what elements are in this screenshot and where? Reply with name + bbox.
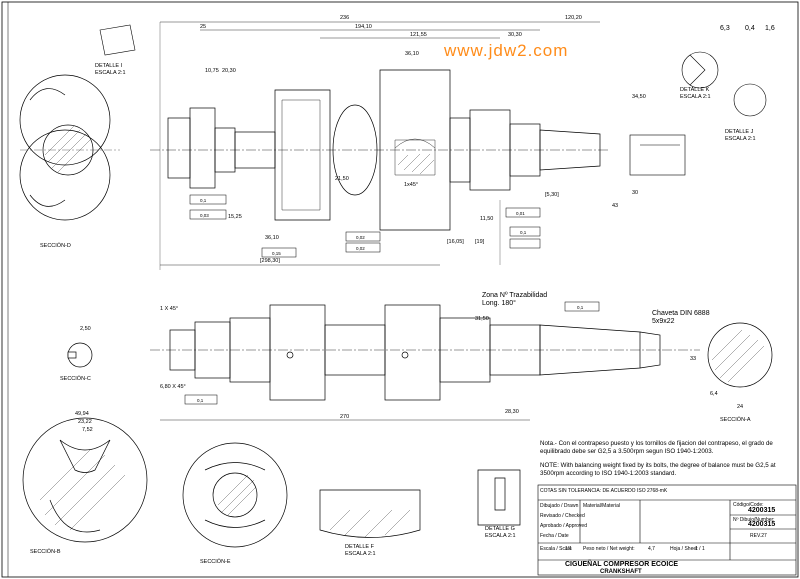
section-b-label: SECCIÓN-B (30, 548, 61, 555)
dim-270: 270 (340, 414, 349, 420)
dim-121: 121,55 (410, 32, 427, 38)
dim-24: 24 (737, 404, 743, 410)
weight-value: 4,7 (648, 546, 655, 552)
title-block (537, 484, 797, 576)
tol-frame-3: 0,02 (356, 235, 365, 240)
detail-k-scale: ESCALA 2:1 (680, 94, 711, 100)
dim-23-22: 23,22 (78, 419, 92, 425)
tol-frame-2: 0,03 (200, 213, 209, 218)
drawing-number-value: 4200315 (748, 521, 776, 528)
tol-frame-5: 0,15 (272, 251, 281, 256)
dim-36-10b: 36,10 (265, 235, 279, 241)
dim-36-10: 36,10 (405, 51, 419, 57)
sheet-value: 1 / 1 (695, 546, 705, 552)
code-label: Código/Code: (733, 502, 764, 508)
dim-1x45-mid: 1 X 45° (160, 306, 178, 312)
section-e-label: SECCIÓN-E (200, 558, 231, 565)
dim-194: 194,10 (355, 24, 372, 30)
dim-20-30: 20,30 (222, 68, 236, 74)
dim-43: 43 (612, 203, 618, 209)
dim-7-52: 7,52 (82, 427, 93, 433)
dim-31-50: 31,50 (475, 316, 489, 322)
dim-10-75: 10,75 (205, 68, 219, 74)
dim-16: [16,05] (447, 239, 464, 245)
roughness-alt-1: 0,4 (745, 25, 755, 32)
dim-34-50: 34,50 (632, 94, 646, 100)
dim-30: 30 (632, 190, 638, 196)
detail-f-scale: ESCALA 2:1 (345, 551, 376, 557)
sheet-label: Hoja / Sheet (670, 546, 698, 552)
drawing-number-label: Nº Dibujo/Number: (733, 517, 775, 523)
roughness-legend: 6,3 (720, 25, 730, 32)
dim-5-30: [5,30] (545, 192, 559, 198)
dim-15-25: 15,25 (228, 214, 242, 220)
tol-frame-6: 0,01 (516, 211, 525, 216)
dim-28-30: 28,30 (505, 409, 519, 415)
tol-frame-8: 0,1 (197, 398, 204, 403)
section-d-view (19, 74, 120, 221)
revision: REV.27 (750, 533, 767, 539)
detail-k-label: DETALLE K (680, 87, 710, 93)
scale-label: Escala / Scale (540, 546, 572, 552)
chaveta-size: 5x9x22 (652, 318, 675, 325)
dim-overall: 236 (340, 15, 349, 21)
detail-f-label: DETALLE F (345, 544, 375, 550)
general-tolerance-note: COTAS SIN TOLERANCIA: DE ACUERDO ISO 276… (540, 488, 668, 494)
tol-frame-1: 0,1 (200, 198, 207, 203)
dim-2-50: 2,50 (80, 326, 91, 332)
long-annotation: Long. 180° (482, 299, 516, 307)
detail-j-scale: ESCALA 2:1 (725, 136, 756, 142)
tol-frame-9: 0,1 (577, 305, 584, 310)
detail-j-label: DETALLE J (725, 129, 754, 135)
detail-g-scale: ESCALA 2:1 (485, 533, 516, 539)
chaveta-annotation: Chaveta DIN 6888 (652, 310, 710, 317)
dim-21-50: 21,50 (335, 176, 349, 182)
dim-right: 120,20 (565, 15, 582, 21)
drawn-label: Dibujado / Drawn (540, 503, 579, 509)
checked-label: Revisado / Checked (540, 513, 585, 519)
dim-30-30: 30,30 (508, 32, 522, 38)
scale-value: 1:1 (565, 546, 572, 552)
section-a-label: SECCIÓN-A (720, 416, 751, 423)
detail-g-label: DETALLE G (485, 526, 515, 532)
middle-crankshaft-view (67, 301, 773, 421)
section-d-label: SECCIÓN-D (40, 242, 71, 249)
detail-i-view (99, 24, 136, 56)
dim-49-94: 49,94 (75, 411, 89, 417)
section-c-label: SECCIÓN-C (60, 375, 91, 382)
tol-frame-4: 0,02 (356, 246, 365, 251)
detail-i-label: DETALLE I (95, 63, 123, 69)
balancing-note-en: NOTE: With balancing weight fixed by its… (540, 462, 776, 477)
dim-19: [19] (475, 239, 485, 245)
title-en: CRANKSHAFT (600, 569, 642, 575)
dim-6-80: 6,80 X 45° (160, 384, 186, 390)
date-label: Fecha / Date (540, 533, 569, 539)
roughness-alt-2: 1,6 (765, 25, 775, 32)
dim-298: [298,30] (260, 258, 280, 264)
approved-label: Aprobado / Approved (540, 523, 587, 529)
dim-25: 25 (200, 24, 206, 30)
title-es: CIGUEÑAL COMPRESOR ECOICE (565, 561, 679, 568)
balancing-note-es: Nota.- Con el contrapeso puesto y los to… (540, 440, 773, 455)
code-value: 4200315 (748, 507, 776, 514)
zona-annotation: Zona Nº Trazabilidad (482, 292, 547, 299)
dim-1x45: 1x45° (404, 182, 418, 188)
dim-6-4: 6,4 (710, 391, 718, 397)
material-label: Material/Material (583, 503, 620, 509)
top-crankshaft-view (150, 21, 610, 270)
watermark-text: www.jdw2.com (443, 41, 568, 60)
detail-k-view (629, 51, 767, 176)
detail-i-scale: ESCALA 2:1 (95, 70, 126, 76)
tol-frame-7: 0,1 (520, 230, 527, 235)
weight-label: Peso neto / Net weight: (583, 546, 635, 552)
dim-33: 33 (690, 356, 696, 362)
dim-11-50: 11,50 (480, 216, 493, 222)
bottom-sections (22, 417, 521, 548)
